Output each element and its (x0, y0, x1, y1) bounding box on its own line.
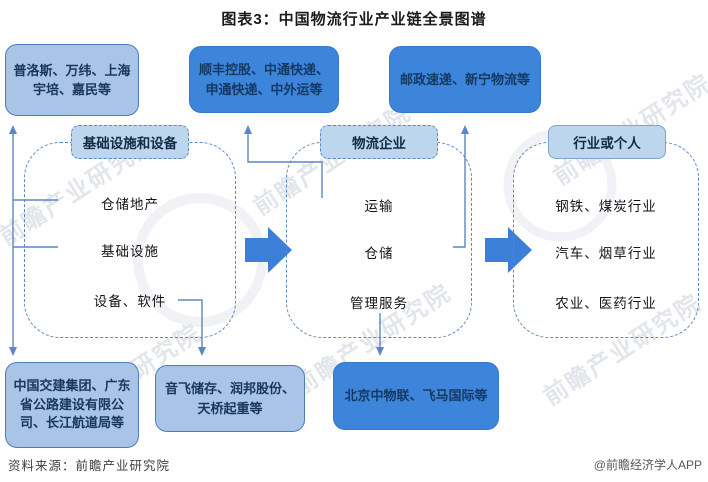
item-agriculture-pharma: 农业、医药行业 (555, 296, 657, 311)
chart-title: 图表3：中国物流行业产业链全景图谱 (221, 11, 487, 28)
company-box-construction-firms: 中国交建集团、广东省公路建设有限公司、长江航道局等 (5, 362, 139, 448)
arrowhead-up-middle (244, 125, 252, 134)
stage-header-industry-individual: 行业或个人 (548, 125, 666, 159)
credit-note: @前瞻经济学人APP (593, 458, 702, 472)
company-box-management-firms: 北京中物联、飞马国际等 (333, 362, 499, 430)
company-box-warehouse-developers: 普洛斯、万纬、上海宇培、嘉民等 (5, 44, 139, 116)
arrowhead-down-left (9, 347, 17, 356)
stage-arrow-1 (245, 227, 292, 273)
stage-header-logistics-enterprise: 物流企业 (320, 125, 438, 159)
item-transport: 运输 (364, 199, 394, 214)
item-infrastructure: 基础设施 (101, 244, 159, 259)
item-warehousing: 仓储 (364, 246, 394, 261)
stage-header-infrastructure: 基础设施和设备 (71, 125, 189, 159)
item-warehouse-real-estate: 仓储地产 (101, 197, 159, 212)
company-box-equipment-firms: 音飞储存、润邦股份、天桥起重等 (155, 365, 305, 432)
item-management-services: 管理服务 (350, 296, 408, 311)
arrowhead-up-right (461, 125, 469, 134)
company-box-express-firms: 顺丰控股、中通快递、申通快递、中外运等 (189, 46, 339, 113)
arrowhead-up-left (9, 125, 17, 134)
company-box-postal-firms: 邮政速递、新宁物流等 (389, 46, 541, 113)
arrowhead-down-equipment (198, 347, 206, 356)
item-steel-coal: 钢铁、煤炭行业 (555, 199, 657, 214)
arrowhead-down-management (376, 347, 384, 356)
item-auto-tobacco: 汽车、烟草行业 (555, 246, 657, 261)
source-note: 资料来源：前瞻产业研究院 (8, 459, 171, 473)
item-equipment-software: 设备、软件 (93, 294, 167, 309)
